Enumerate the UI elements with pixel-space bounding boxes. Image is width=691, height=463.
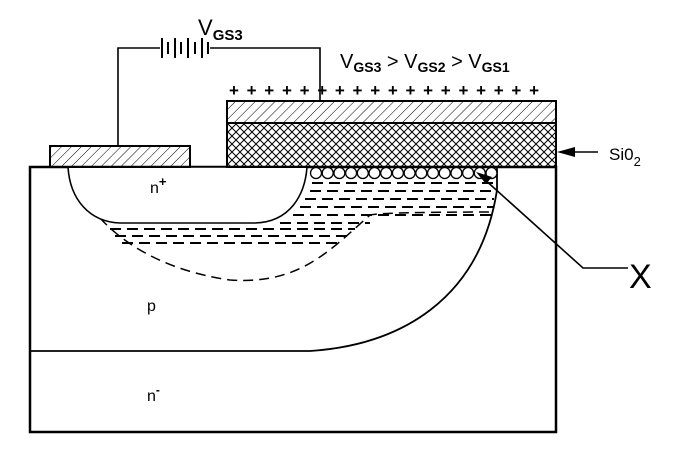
electron-circle	[450, 166, 463, 180]
electron-circle	[415, 166, 428, 180]
electron-circle	[309, 166, 323, 180]
source-region-label: n+	[150, 174, 167, 197]
electron-circle	[356, 166, 369, 180]
voltage-relation-label: VGS3 > VGS2 > VGS1	[340, 51, 510, 75]
battery-label: VGS3	[198, 15, 243, 44]
arrow-left-icon	[557, 147, 575, 157]
oxide-label: Si02	[609, 145, 641, 169]
electron-circle	[391, 166, 405, 180]
electron-layer	[309, 166, 498, 180]
electron-circle	[403, 166, 416, 180]
circuit-wire	[117, 47, 321, 146]
battery-icon	[161, 38, 209, 58]
electron-circle	[344, 166, 358, 180]
source-contact	[49, 145, 191, 168]
arrow-head-icon	[476, 172, 492, 184]
depletion-boundary	[99, 211, 493, 282]
gate-metal	[226, 100, 557, 124]
electron-circle	[426, 166, 440, 180]
n-plus-source-region	[67, 166, 308, 224]
body-region-label: p	[147, 298, 156, 315]
drift-region-label: n-	[147, 383, 160, 405]
callout-pointer-line	[482, 177, 628, 269]
electron-circle	[321, 166, 334, 180]
accumulation-region	[110, 182, 494, 244]
electron-circle	[368, 166, 381, 180]
electron-circle	[438, 166, 451, 180]
electron-circle	[380, 166, 393, 180]
electron-circle	[333, 166, 346, 180]
callout-label: X	[629, 258, 652, 296]
gate-charges: + + + + + + + + + + + + + + + + + +	[229, 81, 541, 100]
p-body-boundary	[30, 167, 498, 352]
gate-oxide	[226, 122, 557, 168]
electron-circle	[461, 166, 475, 180]
